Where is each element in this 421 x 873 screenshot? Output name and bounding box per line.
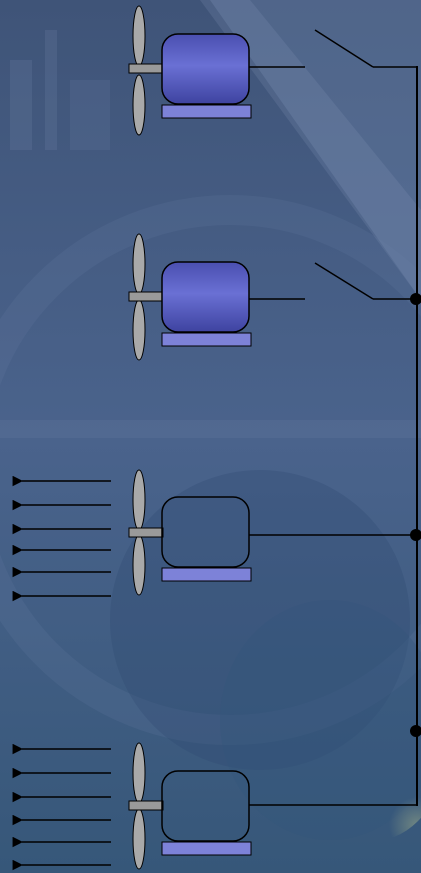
open-switch (314, 262, 374, 300)
motor-body (161, 261, 250, 333)
airflow-arrows (12, 743, 111, 871)
fan-unit-3 (12, 469, 421, 602)
bus-junction-dot (410, 725, 421, 737)
airflow-arrows (12, 475, 111, 602)
propeller-icon (132, 233, 146, 361)
fan-unit-1 (128, 5, 417, 136)
fan-unit-4 (12, 725, 421, 871)
propeller-icon (132, 742, 146, 870)
motor-shaft (128, 291, 164, 302)
motor-body (161, 770, 250, 842)
motor-shaft (128, 63, 164, 74)
open-switch (314, 29, 374, 68)
bus-junction-dot (410, 529, 421, 541)
motor-base (161, 567, 252, 582)
motor-body (161, 496, 250, 568)
motor-base (161, 332, 252, 347)
motor-shaft (128, 527, 164, 538)
motor-shaft (128, 800, 164, 811)
bus-junction-dot (410, 293, 421, 305)
motor-base (161, 104, 252, 119)
motor-body (161, 33, 250, 105)
motor-base (161, 841, 252, 856)
fan-unit-2 (128, 233, 421, 361)
